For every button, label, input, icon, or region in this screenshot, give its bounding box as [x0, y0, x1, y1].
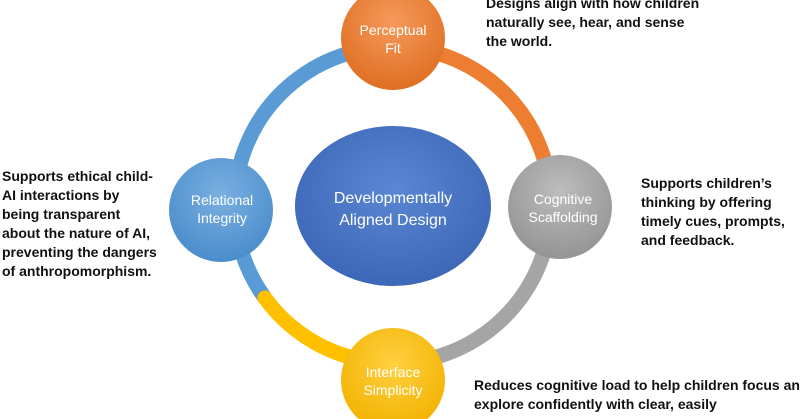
node-relational-integrity [169, 158, 273, 262]
ring-segment-blue [227, 43, 365, 306]
node-interface-simplicity [341, 328, 445, 419]
relational-integrity-description-line: preventing the dangers [2, 244, 157, 260]
node-relational-integrity-label-line1: Relational [191, 192, 253, 208]
node-cognitive-scaffolding [508, 155, 612, 259]
node-interface-simplicity-label-line1: Interface [366, 364, 421, 380]
interface-simplicity-description-line: Reduces cognitive load to help children … [474, 377, 800, 393]
node-cognitive-scaffolding-label-line1: Cognitive [534, 191, 593, 207]
cognitive-scaffolding-description: Supports children’s thinking by offering… [641, 174, 785, 250]
cognitive-scaffolding-description-line: thinking by offering [641, 194, 772, 210]
ring-segment-yellow [257, 290, 365, 367]
interface-simplicity-description-line: explore confidently with clear, easily [474, 396, 717, 412]
cognitive-scaffolding-description-line: timely cues, prompts, [641, 213, 785, 229]
center-label-line2: Aligned Design [339, 212, 447, 229]
node-interface-simplicity-label-line2: Simplicity [363, 382, 422, 398]
perceptual-fit-description: Designs align with how children naturall… [486, 0, 699, 51]
perceptual-fit-description-line: Designs align with how children [486, 0, 700, 11]
relational-integrity-description: Supports ethical child- AI interactions … [2, 167, 157, 281]
node-perceptual-fit-label-line2: Fit [385, 40, 401, 56]
perceptual-fit-description-line: the world. [486, 33, 553, 49]
center-ellipse [295, 126, 491, 286]
relational-integrity-description-line: Supports ethical child- [2, 168, 153, 184]
node-perceptual-fit-label-line1: Perceptual [360, 22, 427, 38]
relational-integrity-description-line: being transparent [2, 206, 121, 222]
cognitive-scaffolding-description-line: and feedback. [641, 232, 735, 248]
cognitive-scaffolding-description-line: Supports children’s [641, 175, 772, 191]
perceptual-fit-description-line: naturally see, hear, and sense [486, 14, 685, 30]
interface-simplicity-description: Reduces cognitive load to help children … [474, 376, 800, 414]
relational-integrity-description-line: AI interactions by [2, 187, 120, 203]
relational-integrity-description-line: of anthropomorphism. [2, 263, 152, 279]
node-cognitive-scaffolding-label-line2: Scaffolding [528, 209, 597, 225]
node-relational-integrity-label-line2: Integrity [197, 210, 247, 226]
relational-integrity-description-line: about the nature of AI, [2, 225, 151, 241]
center-label-line1: Developmentally [334, 190, 452, 207]
node-perceptual-fit [341, 0, 445, 90]
